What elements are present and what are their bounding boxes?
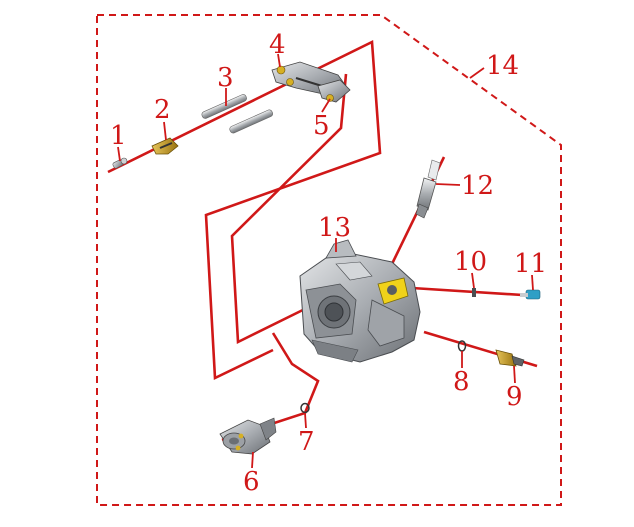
shaft-axis-inner-line <box>230 73 348 345</box>
part-6-filler-cap <box>219 417 277 455</box>
shaft-axis-line <box>107 39 382 381</box>
callout-8: 8 <box>453 367 470 397</box>
callout-12: 12 <box>461 171 494 201</box>
callout-6: 6 <box>243 467 260 497</box>
callout-7: 7 <box>298 427 315 457</box>
leader-12 <box>435 183 461 186</box>
part-11-fitting <box>520 289 541 300</box>
leader-6 <box>251 451 254 469</box>
callout-2: 2 <box>154 95 171 125</box>
callout-13: 13 <box>318 213 351 243</box>
label-leaders <box>117 53 534 469</box>
part-5-rocker-arm <box>317 79 351 103</box>
leader-14 <box>469 67 485 79</box>
leader-4 <box>277 53 281 68</box>
callout-9: 9 <box>506 382 523 412</box>
part-3-rocker-shaft <box>201 94 273 134</box>
part-7-o-ring <box>300 402 310 414</box>
part-10-washer <box>472 288 476 297</box>
oil-plug-axis-line <box>221 332 320 442</box>
leader-11 <box>531 274 534 291</box>
leader-10 <box>471 272 475 289</box>
assembly-boundary <box>96 14 562 506</box>
leader-9 <box>513 365 516 384</box>
part-9-sensor <box>495 349 525 367</box>
callout-5: 5 <box>313 111 330 141</box>
part-2-cam-follower <box>151 137 179 155</box>
leader-2 <box>163 121 167 141</box>
callout-11: 11 <box>514 249 547 279</box>
callout-10: 10 <box>454 247 487 277</box>
callout-14: 14 <box>486 51 519 81</box>
part-1-bolt <box>112 157 128 169</box>
callout-1: 1 <box>110 121 127 151</box>
callout-4: 4 <box>269 30 286 60</box>
leader-5 <box>321 98 331 113</box>
leader-1 <box>117 146 121 162</box>
callout-labels: 1 2 3 4 5 6 7 8 9 10 11 12 13 14 <box>110 30 547 497</box>
part-12-spark-plug <box>415 159 441 219</box>
callout-3: 3 <box>217 63 234 93</box>
leader-7 <box>304 412 307 429</box>
part-13-cylinder-head <box>299 239 421 363</box>
